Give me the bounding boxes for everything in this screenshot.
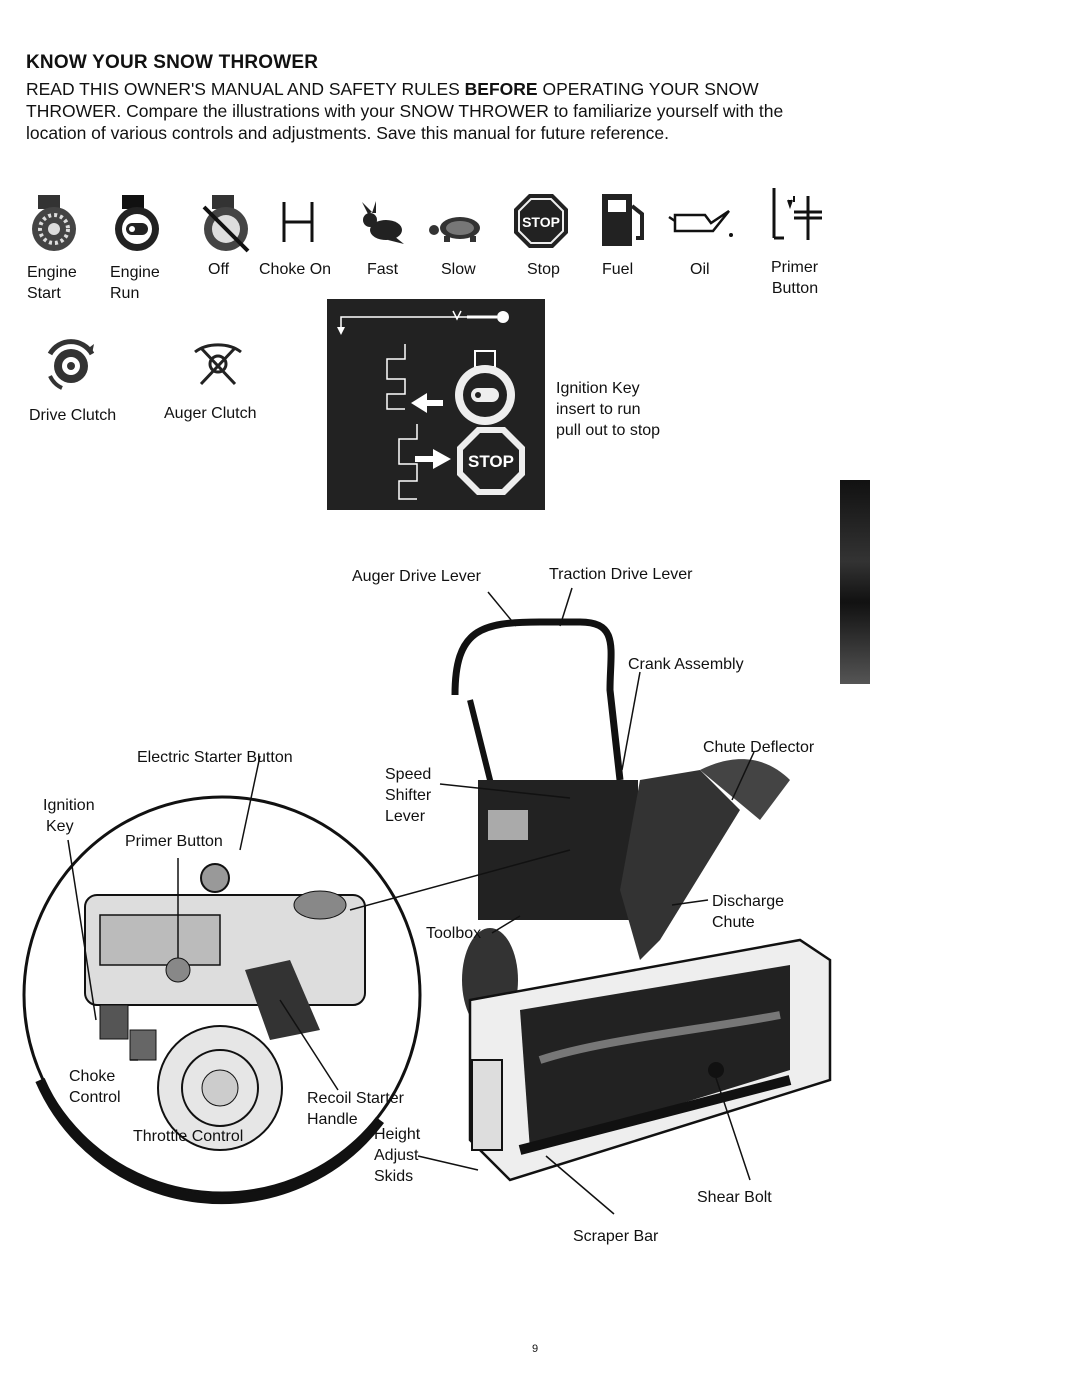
choke-icon	[282, 202, 314, 242]
primer-icon	[772, 188, 822, 240]
callout-recoil-starter-handle: Recoil Starter Handle	[307, 1090, 404, 1128]
ignition-key-diagram: STOP	[337, 310, 525, 500]
callout-throttle-control: Throttle Control	[133, 1128, 244, 1145]
label-choke-on: Choke On	[259, 261, 332, 278]
callout-auger-drive-lever: Auger Drive Lever	[352, 568, 481, 585]
engine-run-icon	[115, 195, 159, 251]
callout-choke-control: Choke Control	[69, 1068, 121, 1106]
page-title: KNOW YOUR SNOW THROWER	[26, 52, 319, 73]
label-auger-clutch: Auger Clutch	[164, 405, 257, 422]
drive-clutch-icon	[47, 339, 95, 390]
engine-start-icon	[32, 195, 76, 251]
callout-primer-button: Primer Button	[125, 833, 223, 850]
callout-chute-deflector: Chute Deflector	[703, 739, 815, 756]
rabbit-icon	[362, 201, 404, 244]
callout-toolbox: Toolbox	[426, 925, 482, 942]
label-slow: Slow	[441, 261, 476, 278]
callout-electric-starter-button: Electric Starter Button	[137, 749, 293, 766]
oil-can-icon	[668, 209, 733, 237]
panel-stop-text: STOP	[468, 452, 514, 471]
snow-thrower-illustration	[22, 587, 832, 1215]
section-edge-tab	[840, 480, 870, 684]
ignition-key-caption: Ignition Key insert to run pull out to s…	[556, 380, 661, 439]
callout-leaders	[67, 587, 755, 1215]
callout-traction-drive-lever: Traction Drive Lever	[549, 566, 693, 583]
label-fast: Fast	[367, 261, 399, 278]
ignition-key-panel: STOP	[327, 299, 545, 510]
callout-discharge-chute: Discharge Chute	[712, 893, 785, 931]
page-number: 9	[532, 1343, 539, 1355]
snow-thrower-body	[451, 618, 832, 1182]
callout-speed-shifter-lever: Speed Shifter Lever	[385, 766, 432, 825]
engine-detail	[84, 863, 366, 1151]
label-oil: Oil	[690, 261, 710, 278]
label-drive-clutch: Drive Clutch	[29, 407, 117, 424]
callout-crank-assembly: Crank Assembly	[628, 656, 744, 673]
svg-text:STOP: STOP	[522, 214, 560, 230]
engine-off-icon	[202, 195, 250, 253]
auger-clutch-icon	[194, 343, 242, 386]
callout-ignition-key: Ignition Key	[43, 797, 95, 835]
label-stop: Stop	[527, 261, 560, 278]
label-off: Off	[208, 261, 230, 278]
fuel-pump-icon	[602, 194, 644, 246]
intro-paragraph: READ THIS OWNER'S MANUAL AND SAFETY RULE…	[26, 79, 784, 143]
callout-shear-bolt: Shear Bolt	[697, 1189, 772, 1206]
callout-height-adjust-skids: Height Adjust Skids	[374, 1126, 421, 1185]
turtle-icon	[429, 217, 480, 242]
callout-scraper-bar: Scraper Bar	[573, 1228, 659, 1245]
label-fuel: Fuel	[602, 261, 634, 278]
stop-sign-icon: STOP	[514, 194, 568, 248]
